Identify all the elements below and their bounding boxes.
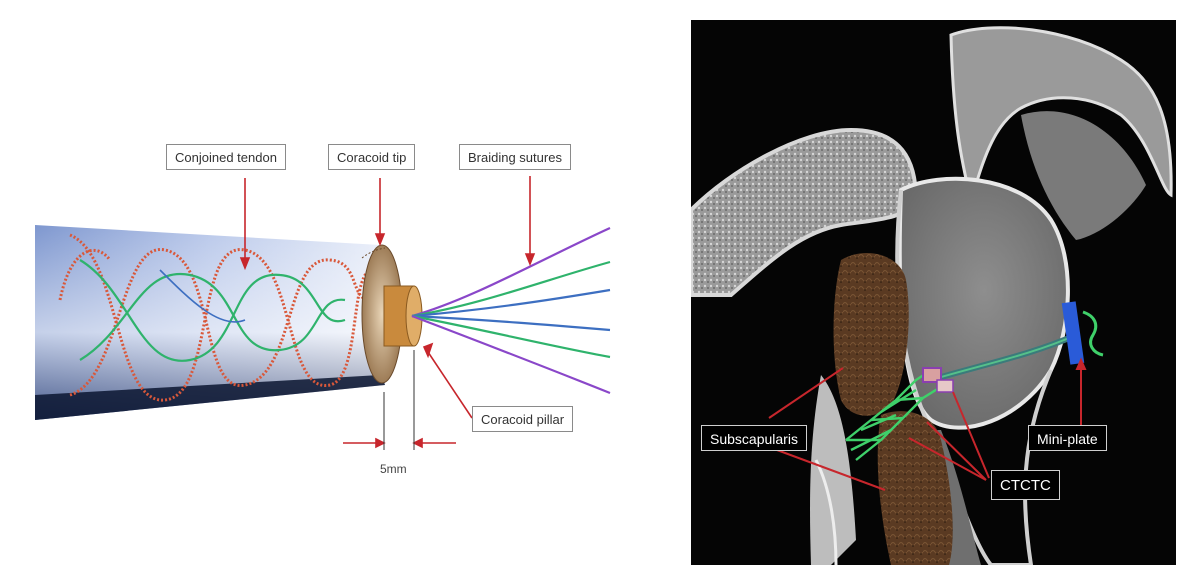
label-mini-plate: Mini-plate: [1028, 425, 1107, 451]
leader-lines-right: [768, 357, 1087, 491]
green-suture-braid: [79, 259, 346, 362]
right-ct-panel: Subscapularis Mini-plate CTCTC: [691, 20, 1176, 565]
leader-lines-left: [239, 176, 536, 449]
braiding-sutures-fan: [411, 226, 611, 395]
label-ctctc: CTCTC: [991, 470, 1060, 500]
subscapularis-muscle-lower: [877, 411, 953, 565]
tendon-diagram: [35, 176, 611, 450]
label-conjoined-tendon: Conjoined tendon: [166, 144, 286, 170]
red-suture-helix: [69, 233, 371, 402]
dimension-label: 5mm: [380, 462, 407, 476]
shoulder-ct-illustration: [691, 26, 1173, 565]
left-illustration-panel: Conjoined tendon Coracoid tip Braiding s…: [35, 144, 611, 476]
subscapularis-muscle-upper: [833, 252, 909, 416]
ctctc-graft: [845, 369, 940, 461]
label-coracoid-tip: Coracoid tip: [328, 144, 416, 170]
label-subscapularis: Subscapularis: [701, 425, 807, 451]
label-coracoid-pillar: Coracoid pillar: [472, 406, 574, 432]
label-braiding-sutures: Braiding sutures: [459, 144, 571, 170]
mini-plate: [1061, 301, 1085, 365]
